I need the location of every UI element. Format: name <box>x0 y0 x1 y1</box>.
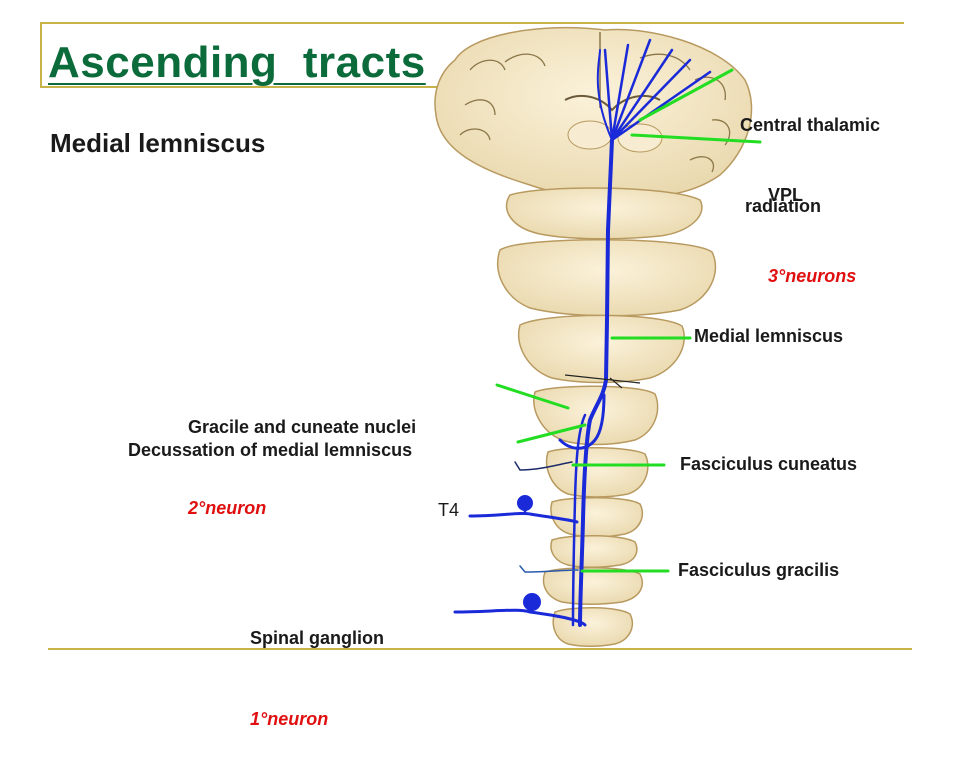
label-fasciculus-cuneatus: Fasciculus cuneatus <box>680 454 858 474</box>
label-medial-lemniscus: Medial lemniscus <box>694 326 844 346</box>
slide-subtitle: Medial lemniscus <box>50 128 266 158</box>
frame-left-line <box>40 22 42 88</box>
label-gracile-cuneate: Gracile and cuneate nuclei 2°neuron <box>188 360 416 549</box>
label-vpl-text: VPL <box>768 185 804 205</box>
label-decussation: Decussation of medial lemniscus <box>128 440 413 460</box>
frame-underline <box>40 86 440 88</box>
label-central-thalamic: Central thalamic radiation <box>740 58 880 247</box>
label-gracile-cuneate-neuron: 2°neuron <box>188 498 267 518</box>
label-t4: T4 <box>438 500 460 520</box>
frame-top-line <box>40 22 904 24</box>
label-central-thalamic-line1: Central thalamic <box>740 115 881 135</box>
label-vpl: VPL 3°neurons <box>768 128 856 317</box>
brain-section <box>434 26 753 197</box>
label-central-thalamic-line2: radiation <box>740 196 822 216</box>
anatomy-diagram <box>434 26 762 647</box>
slide-title: Ascending tracts <box>48 38 426 87</box>
label-fasciculus-gracilis: Fasciculus gracilis <box>678 560 840 580</box>
pointer-lines <box>495 68 762 573</box>
label-gracile-cuneate-text: Gracile and cuneate nuclei <box>188 417 417 437</box>
tract-fibers <box>453 38 712 627</box>
label-spinal-ganglion-text: Spinal ganglion <box>250 628 384 648</box>
label-vpl-neuron: 3°neurons <box>768 266 857 286</box>
label-spinal-ganglion: Spinal ganglion 1°neuron <box>250 571 384 760</box>
frame-bottom-line <box>48 648 912 650</box>
